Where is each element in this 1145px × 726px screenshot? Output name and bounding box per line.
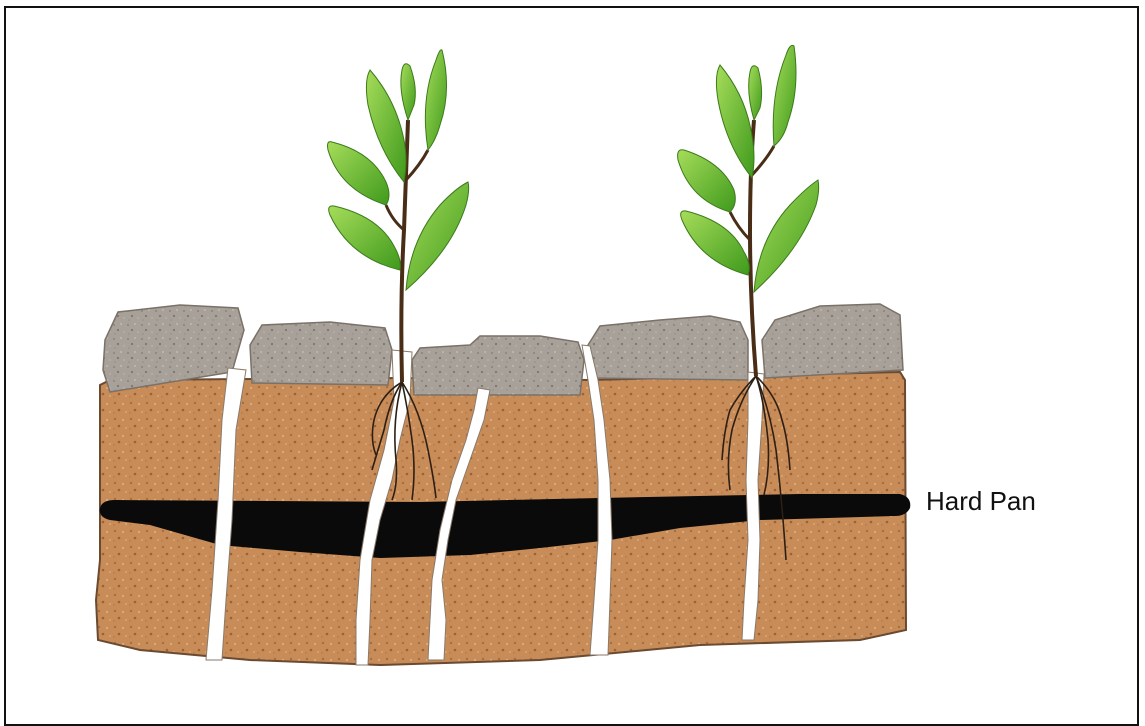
leaf bbox=[406, 182, 469, 290]
soil-hardpan-diagram bbox=[0, 0, 1145, 702]
leaf bbox=[401, 64, 415, 120]
topsoil-block bbox=[588, 316, 748, 380]
leaf bbox=[328, 142, 390, 205]
topsoil-block bbox=[762, 304, 903, 378]
leaf bbox=[678, 150, 736, 212]
leaf bbox=[749, 66, 762, 120]
leaf bbox=[773, 45, 796, 146]
leaf bbox=[425, 50, 446, 150]
hard-pan-label: Hard Pan bbox=[926, 486, 1036, 517]
leaf bbox=[681, 211, 750, 275]
topsoil-block bbox=[412, 336, 584, 395]
topsoil-block bbox=[250, 322, 392, 385]
leaf bbox=[754, 180, 819, 292]
